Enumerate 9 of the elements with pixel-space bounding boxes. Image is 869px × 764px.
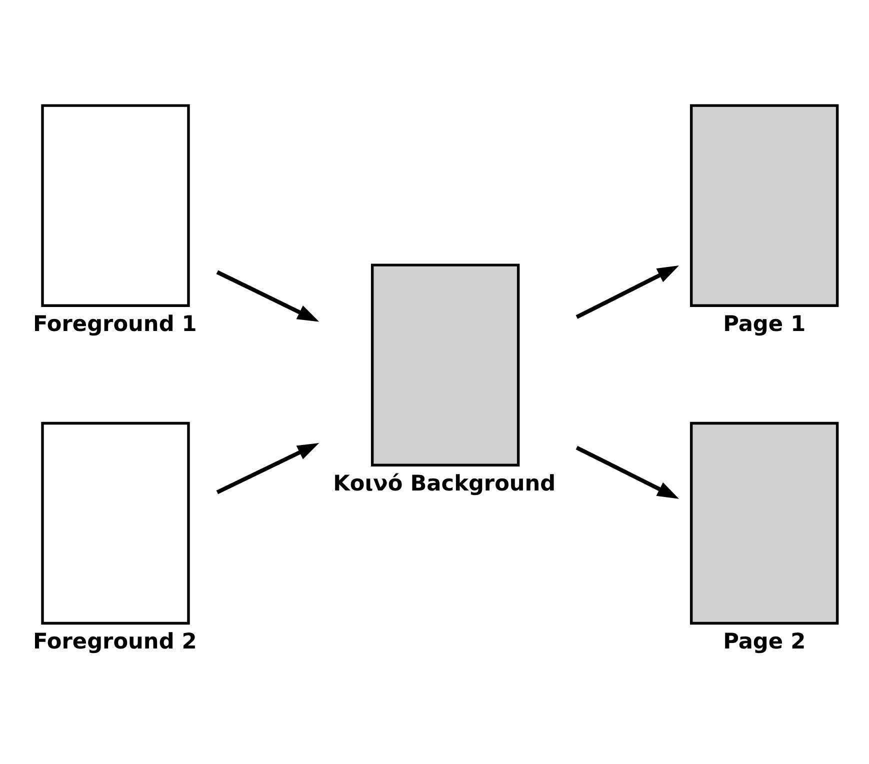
arrow bbox=[216, 270, 320, 322]
node-label: Foreground 1 bbox=[33, 312, 197, 338]
arrow bbox=[216, 443, 320, 494]
arrow bbox=[576, 266, 679, 319]
node-label: Page 1 bbox=[723, 312, 806, 338]
node-label: Foreground 2 bbox=[33, 630, 197, 655]
node-label: Page 2 bbox=[723, 630, 806, 655]
node-label: Κοινό Background bbox=[333, 472, 556, 497]
arrow bbox=[576, 446, 679, 499]
